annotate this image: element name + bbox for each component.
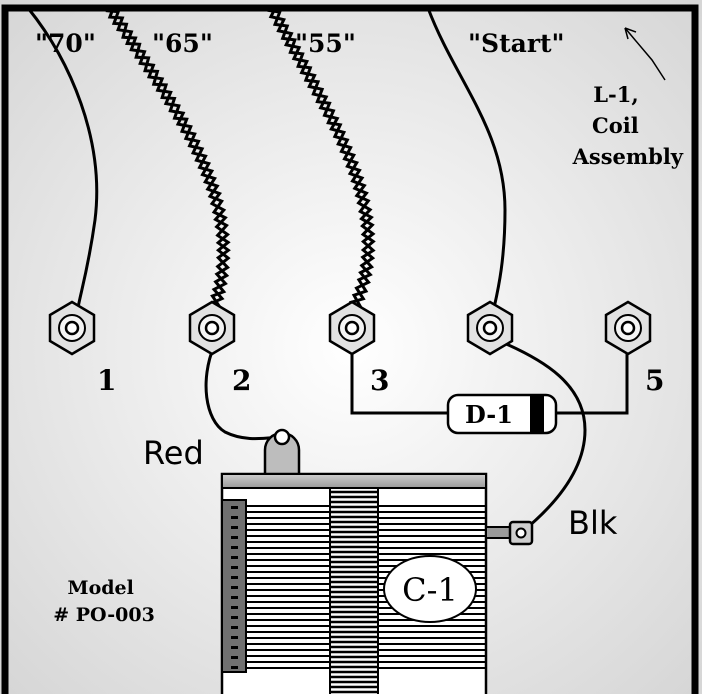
terminal-5 [604,300,652,356]
capacitor-top-plate [221,473,487,489]
wire-label-70: "70" [35,29,96,58]
terminal-number-3: 3 [370,364,389,397]
terminal-number-2: 2 [232,364,251,397]
wire-diode-to-5 [555,348,629,415]
terminal-4 [466,300,514,356]
model-note: Model # PO-003 [53,577,155,626]
capacitor-right-tab [485,526,513,539]
wire-red [204,345,283,441]
terminal-number-1: 1 [97,364,116,397]
model-note-line-1: Model [68,577,134,599]
capacitor-label-oval [383,555,477,623]
diode-d1: D-1 [446,393,558,435]
wire-55-twisted [267,5,376,310]
wire-65-twisted [105,4,231,310]
wire-diode-circuit [350,348,450,415]
capacitor-label: C-1 [402,571,458,609]
coil-note-line-3: Assembly [572,144,684,169]
terminal-2 [188,300,236,356]
wire-start [426,7,507,309]
coil-note: L-1, Coil Assembly [572,82,684,169]
wire-label-start: "Start" [468,29,565,58]
capacitor-edge-dashes [231,506,238,669]
coil-note-line-1: L-1, [593,82,638,107]
solder-lug-icon [263,428,301,477]
panel-border [1,4,699,699]
diode-label: D-1 [465,400,513,429]
red-label: Red [143,434,204,472]
terminal-1 [48,300,96,356]
terminal-number-5: 5 [645,364,664,397]
wire-blk [496,338,587,534]
wire-label-65: "65" [152,29,213,58]
terminal-3 [328,300,376,356]
model-note-line-2: # PO-003 [53,604,155,626]
capacitor-center-stripes [330,490,378,694]
wire-70 [26,7,99,309]
pointer-arrow-icon [624,27,666,81]
blk-label: Blk [568,504,618,542]
capacitor-c1: C-1 [220,428,534,699]
coil-note-line-2: Coil [592,113,639,138]
diode-cathode-band [530,396,544,432]
wire-label-55: "55" [295,29,356,58]
